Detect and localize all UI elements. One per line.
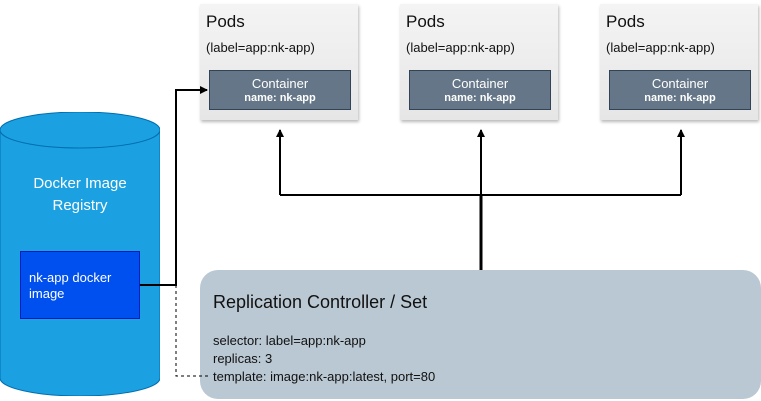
template-reference-dashed [175, 285, 211, 377]
container-title: Container [451, 76, 509, 91]
container-title: Container [251, 76, 309, 91]
container-name: name: nk-app [644, 92, 716, 104]
container-title: Container [651, 76, 709, 91]
container-box: Container name: nk-app [609, 70, 751, 110]
pod-title: Pods [606, 12, 645, 31]
replication-controller-box: Replication Controller / Set selector: l… [200, 270, 761, 399]
pod-label: (label=app:nk-app) [206, 40, 315, 55]
docker-image-label-line1: nk-app docker [29, 270, 112, 285]
pod-title: Pods [406, 12, 445, 31]
pod-3: Pods (label=app:nk-app) Container name: … [600, 4, 758, 120]
pod-label: (label=app:nk-app) [406, 40, 515, 55]
pod-label: (label=app:nk-app) [606, 40, 715, 55]
container-box: Container name: nk-app [409, 70, 551, 110]
container-name: name: nk-app [244, 92, 316, 104]
rc-replicas: replicas: 3 [213, 351, 273, 366]
docker-image-label-line2: image [29, 286, 65, 301]
docker-image-box: nk-app docker image [20, 251, 140, 319]
replication-controller-title: Replication Controller / Set [213, 292, 428, 312]
container-box: Container name: nk-app [209, 70, 351, 110]
pod-title: Pods [206, 12, 245, 31]
rc-selector: selector: label=app:nk-app [213, 333, 366, 348]
pod-1: Pods (label=app:nk-app) Container name: … [200, 4, 358, 120]
pod-2: Pods (label=app:nk-app) Container name: … [400, 4, 558, 120]
rc-template: template: image:nk-app:latest, port=80 [213, 369, 436, 384]
image-to-pod-arrow [140, 86, 208, 286]
registry-title: Docker Image Registry [33, 175, 127, 214]
container-name: name: nk-app [444, 92, 516, 104]
